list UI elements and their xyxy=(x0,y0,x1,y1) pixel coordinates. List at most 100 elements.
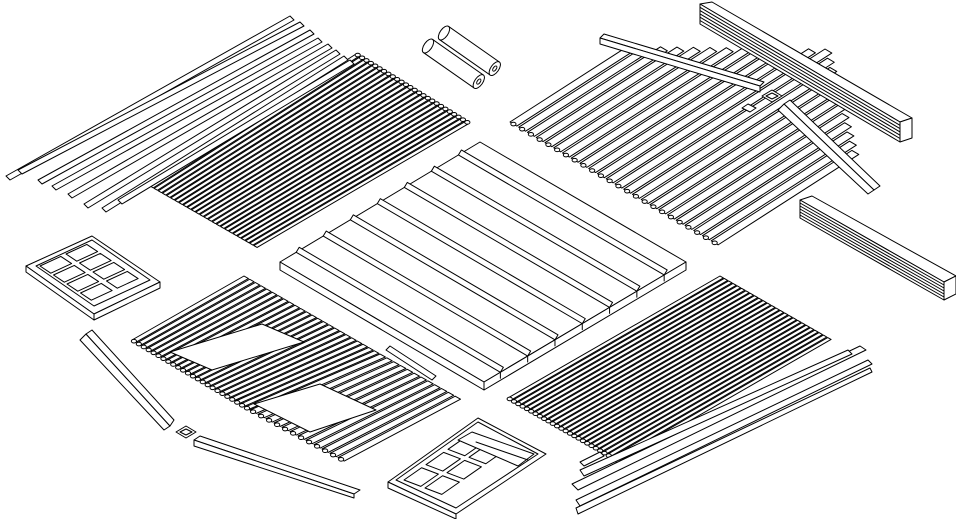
front-wall-plank-end xyxy=(155,353,162,359)
right-wall-plank-end xyxy=(592,445,599,451)
back-wall-plank-end xyxy=(385,71,392,77)
front-wall-plank-end xyxy=(330,452,337,458)
roof-board-stack-bottom xyxy=(799,195,956,301)
gable-wall-plank-end xyxy=(650,204,657,209)
loose-trim-boards-bottom-right xyxy=(571,345,873,515)
right-wall-plank-end xyxy=(588,443,595,449)
back-wall-plank-end xyxy=(367,60,374,66)
gable-wall-plank-end xyxy=(545,142,552,147)
gable-wall-plank-end xyxy=(694,230,701,235)
right-wall-plank-end xyxy=(558,426,565,431)
back-wall-plank-end xyxy=(354,52,361,58)
diamond-brackets xyxy=(175,89,783,439)
right-wall-plank-end xyxy=(541,416,548,421)
right-wall-plank-end xyxy=(571,433,578,439)
stack-board-edge xyxy=(699,6,901,126)
gable-wall-plank-end xyxy=(676,219,683,225)
gable-wall-plank-end xyxy=(606,178,613,184)
back-wall-plank-end xyxy=(446,109,453,114)
cylinder-rolls xyxy=(421,25,501,90)
stack-board-edge xyxy=(699,16,901,136)
front-wall-plank-end xyxy=(175,365,182,370)
gable-wall-plank-end xyxy=(711,240,718,246)
stack-board-edge xyxy=(699,20,901,139)
door-opening xyxy=(253,383,377,433)
gable-wall-plank-end xyxy=(580,163,587,168)
back-wall-plank-end xyxy=(451,111,458,117)
window-pane xyxy=(106,270,139,289)
front-wall-plank-end xyxy=(306,439,313,445)
roof-board-stack-top xyxy=(699,1,913,143)
gable-wall-plank-end xyxy=(685,225,692,230)
front-wall-plank-end xyxy=(140,344,147,350)
window-pane xyxy=(80,282,113,301)
gable-wall-plank-end xyxy=(667,214,675,220)
gable-wall-plank-end xyxy=(527,132,535,137)
gable-wall-plank-end xyxy=(562,152,570,158)
right-wall-plank-end xyxy=(584,440,591,446)
right-wall-plank-end xyxy=(553,423,561,429)
stack-board-edge xyxy=(799,211,945,295)
stack-board-edge xyxy=(699,13,901,133)
gable-wall-plank-end xyxy=(624,188,631,194)
gable-wall-plank-end xyxy=(659,209,666,215)
gable-wall-plank-end xyxy=(702,235,710,240)
front-wall-plank-end xyxy=(170,362,177,367)
floor-joist xyxy=(403,181,614,308)
stack-board-edge xyxy=(799,208,945,292)
right-wall-plank-end xyxy=(575,436,582,441)
front-wall-plank-end xyxy=(194,376,201,382)
gable-wall-plank-end xyxy=(589,168,596,173)
back-wall-plank-end xyxy=(363,58,370,63)
stack-board-edge xyxy=(799,202,945,286)
loose-trim-boards-top-right xyxy=(599,33,881,195)
back-wall-plank-end xyxy=(407,85,414,90)
window-pane xyxy=(53,264,86,283)
front-wall-plank-end xyxy=(243,405,251,411)
front-wall-plank-end xyxy=(209,385,216,391)
front-wall-plank-end xyxy=(189,373,197,379)
trim-board xyxy=(117,59,355,205)
gable-wall-plank-end xyxy=(536,137,543,142)
back-wall-plank-end xyxy=(372,63,379,69)
front-wall-plank-end xyxy=(135,341,142,347)
window-pane xyxy=(79,252,112,271)
right-wall-plank-end xyxy=(519,404,526,409)
floor-joists xyxy=(295,149,668,379)
back-wall-plank-end xyxy=(398,79,405,85)
loose-trim-boards-bottom-left xyxy=(79,329,437,499)
window-opening xyxy=(169,323,305,371)
front-wall-plank-end xyxy=(322,448,329,453)
back-wall-plank-end xyxy=(415,90,423,96)
right-side-wall-panel xyxy=(506,275,832,463)
front-wall-plank-end xyxy=(238,403,246,408)
stack-board-edge xyxy=(799,214,945,298)
gable-wall-plank-end xyxy=(519,126,526,132)
window-pane xyxy=(66,273,100,292)
floor-joist xyxy=(430,165,641,292)
right-wall-plank-end xyxy=(528,408,535,414)
front-wall-plank-end xyxy=(214,388,221,394)
stack-board-edge xyxy=(699,10,901,130)
back-wall-plank-end xyxy=(380,68,388,74)
door-pane xyxy=(446,459,482,480)
gable-wall-plank-end xyxy=(632,194,640,199)
front-wall-plank-end xyxy=(150,350,157,356)
gable-wall-plank-end xyxy=(615,183,622,189)
front-wall-plank-end xyxy=(204,382,211,388)
window-pane xyxy=(92,261,126,280)
front-wall-panel xyxy=(130,275,461,462)
back-wall-plank-end xyxy=(376,66,383,71)
window-pane xyxy=(39,255,73,274)
back-wall-plank-end xyxy=(394,76,401,82)
front-wall-plank-end xyxy=(145,347,152,353)
gable-wall-plank-end xyxy=(571,157,578,163)
front-wall-plank-end xyxy=(229,397,236,402)
back-wall-plank-end xyxy=(402,82,410,87)
trim-board xyxy=(51,37,323,191)
right-wall-plank-end xyxy=(545,418,552,424)
trim-board xyxy=(83,49,341,209)
front-wall-plank-end xyxy=(199,379,206,385)
gable-wall-plank-end xyxy=(641,199,648,204)
back-wall-plank-end xyxy=(429,98,436,104)
